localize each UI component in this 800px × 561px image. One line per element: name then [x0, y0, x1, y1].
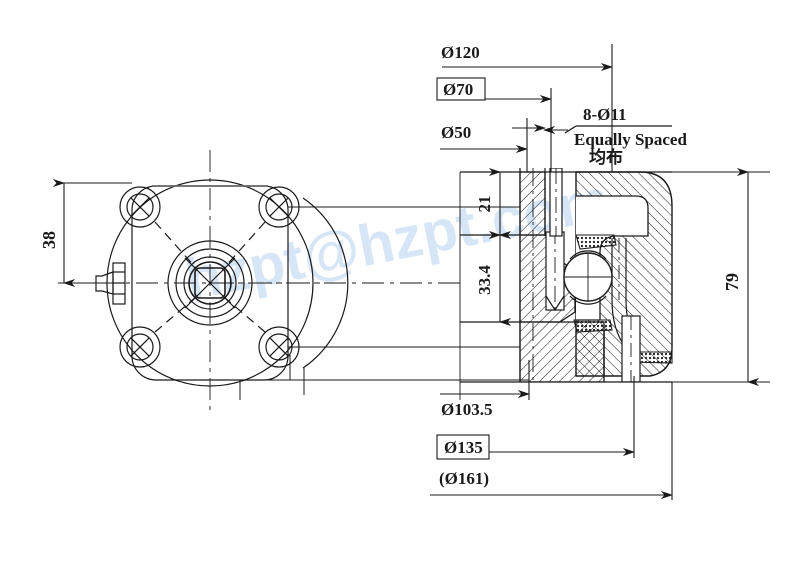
dimension-h38	[52, 178, 132, 288]
bolt-hole-bl	[119, 326, 161, 368]
hole-callout-group: 8-Ø11 Equally Spaced 均布	[564, 105, 687, 167]
dim-label-d50: Ø50	[441, 123, 471, 142]
dimension-d1035	[240, 360, 531, 400]
dim-box-d70	[436, 77, 486, 101]
body-right-arc	[302, 197, 349, 369]
inner-ring-upper	[519, 171, 546, 236]
hole-callout-leader	[564, 125, 577, 134]
dim-label-h38: 38	[39, 231, 59, 249]
projection-lines	[210, 172, 520, 400]
hole-note-cn: 均布	[589, 147, 623, 167]
dim-label-d135: Ø135	[444, 438, 483, 457]
raceway-arcs	[569, 250, 607, 305]
bearing-seal-upper	[575, 234, 617, 250]
flange-bolt-holes	[119, 186, 300, 368]
dim-label-d1035: Ø103.5	[441, 400, 492, 419]
bolt-hole-tl	[119, 186, 161, 228]
dimension-d120	[442, 44, 614, 172]
hole-callout-label: 8-Ø11	[583, 105, 626, 124]
dimension-h334	[460, 230, 512, 327]
dim-label-h79: 79	[722, 273, 742, 291]
dimension-d135	[436, 376, 636, 460]
dimension-h79	[672, 167, 770, 387]
top-flange-hole	[549, 168, 563, 237]
bolt-circle-diagonals	[154, 221, 266, 333]
hole-note-en: Equally Spaced	[574, 130, 687, 149]
dim-label-d120: Ø120	[441, 43, 480, 62]
section-view	[519, 168, 673, 382]
dim-box-d135	[436, 434, 490, 460]
section-lower-body	[519, 315, 641, 382]
inner-ring-bolt-hole	[545, 228, 565, 314]
dimension-d161	[430, 382, 674, 500]
bearing-ball	[563, 252, 613, 302]
front-view	[60, 150, 349, 410]
dimension-d50	[440, 118, 547, 172]
dim-label-h21: 21	[475, 196, 494, 213]
dim-label-d70: Ø70	[443, 80, 473, 99]
section-edges	[519, 168, 546, 382]
dim-label-d161: (Ø161)	[439, 469, 489, 488]
dim-label-h334: 33.4	[475, 265, 494, 295]
